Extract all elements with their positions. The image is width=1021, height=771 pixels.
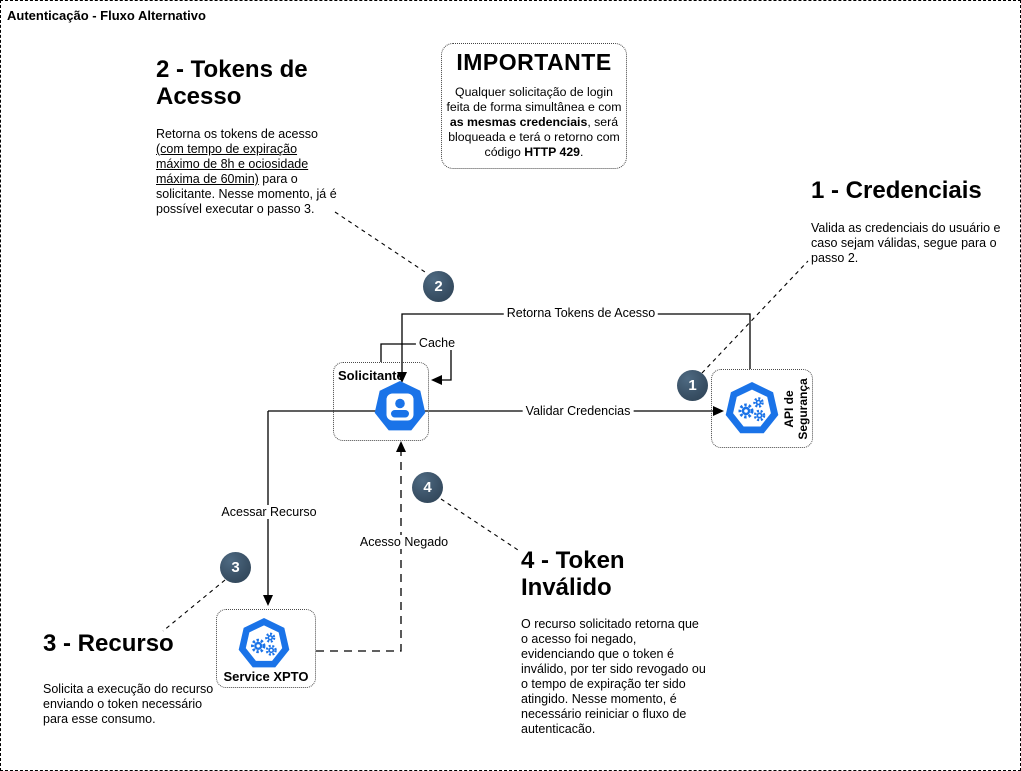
annotation-line-step4	[440, 498, 519, 551]
page-title: Autenticação - Fluxo Alternativo	[7, 8, 206, 23]
arrowhead-down-service	[263, 595, 273, 606]
annotation-line-step1	[701, 260, 809, 374]
badge-step-3: 3	[220, 552, 251, 583]
arrowhead-left-cache	[431, 375, 442, 385]
node-service-xpto-box	[216, 609, 316, 688]
step4-body: O recurso solicitado retorna que o acess…	[521, 617, 706, 736]
step3-heading: 3 - Recurso	[43, 630, 174, 657]
badge-step-1: 1	[677, 370, 708, 401]
badge-step-4: 4	[412, 472, 443, 503]
important-note-body: Qualquer solicitação de login feita de f…	[446, 85, 622, 159]
step1-body: Valida as credenciais do usuário e caso …	[811, 221, 1001, 265]
important-note-box: IMPORTANTE Qualquer solicitação de login…	[441, 43, 627, 169]
edge-label-retorna-tokens: Retorna Tokens de Acesso	[503, 306, 659, 320]
solicitante-label: Solicitante	[338, 368, 404, 383]
important-note-title: IMPORTANTE	[456, 49, 612, 75]
api-seguranca-gears-icon	[725, 382, 779, 441]
arrowhead-up-acesso-negado	[396, 441, 406, 452]
badge-step-2: 2	[423, 271, 454, 302]
service-xpto-gears-icon	[238, 618, 290, 675]
edge-label-acesso-negado: Acesso Negado	[356, 535, 452, 549]
step2-body: Retorna os tokens de acesso (com tempo d…	[156, 127, 337, 216]
step4-heading: 4 - Token Inválido	[521, 547, 625, 601]
edge-acesso-negado-line	[316, 450, 402, 652]
step3-body: Solicita a execução do recurso enviando …	[43, 682, 214, 726]
user-icon	[374, 381, 426, 438]
step1-heading: 1 - Credenciais	[811, 177, 982, 204]
annotation-line-step2	[334, 211, 426, 273]
edge-label-cache: Cache	[415, 336, 459, 350]
edge-label-validar-credencias: Validar Credencias	[522, 404, 634, 418]
service-xpto-label: Service XPTO	[223, 669, 309, 684]
api-seguranca-label: API de Segurança	[782, 378, 810, 440]
edge-label-acessar-recurso: Acessar Recurso	[218, 505, 320, 519]
step2-heading: 2 - Tokens de Acesso	[156, 56, 308, 110]
